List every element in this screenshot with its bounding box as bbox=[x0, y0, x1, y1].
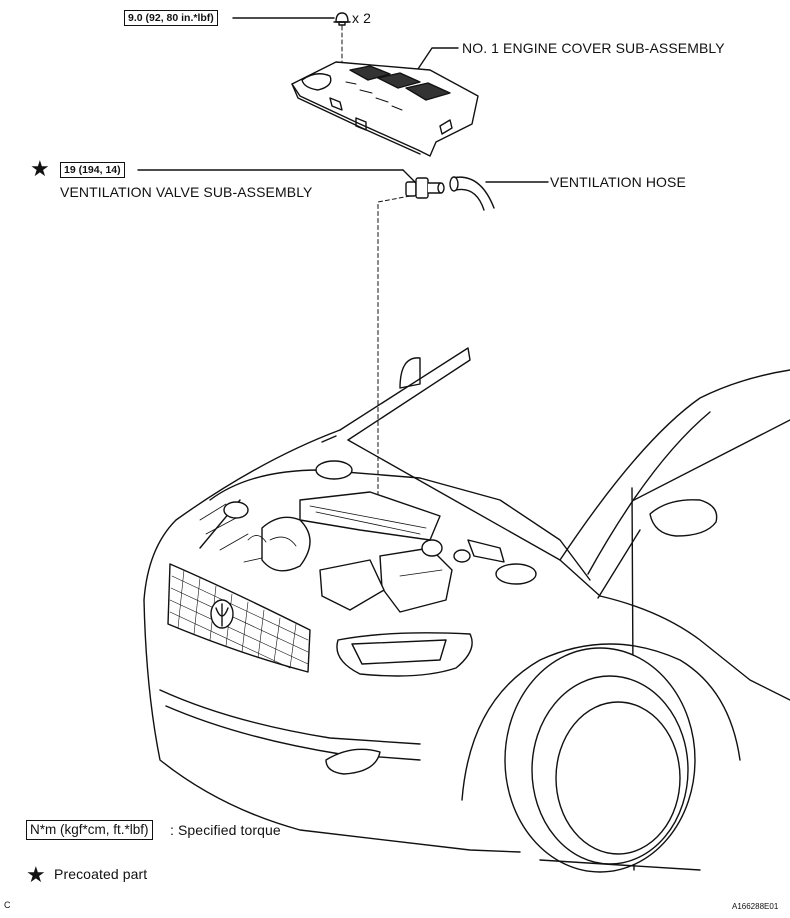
valve-torque-box: 19 (194, 14) bbox=[60, 162, 125, 178]
car-illustration bbox=[143, 347, 790, 873]
torque-legend-desc: : Specified torque bbox=[170, 822, 281, 838]
bolt-quantity: x 2 bbox=[352, 10, 371, 26]
leader-lines bbox=[137, 17, 549, 183]
ventilation-valve-part bbox=[405, 177, 445, 199]
assembly-dashed-lines bbox=[341, 25, 411, 501]
ventilation-valve-label: VENTILATION VALVE SUB-ASSEMBLY bbox=[60, 184, 313, 200]
footer-code: C bbox=[4, 900, 11, 910]
engine-cover-sub-assembly bbox=[291, 61, 479, 157]
ventilation-hose-part bbox=[449, 176, 495, 211]
precoated-star-icon: ★ bbox=[30, 156, 50, 181]
ventilation-hose-label: VENTILATION HOSE bbox=[550, 174, 686, 190]
engine-cover-torque-box: 9.0 (92, 80 in.*lbf) bbox=[124, 10, 218, 26]
figure-id: A166288E01 bbox=[732, 902, 779, 911]
precoated-legend-star-icon: ★ bbox=[26, 862, 46, 887]
torque-legend-box: N*m (kgf*cm, ft.*lbf) bbox=[26, 820, 153, 840]
engine-cover-label: NO. 1 ENGINE COVER SUB-ASSEMBLY bbox=[462, 40, 725, 56]
bolt-icon bbox=[333, 12, 351, 26]
precoated-legend-label: Precoated part bbox=[54, 866, 148, 882]
